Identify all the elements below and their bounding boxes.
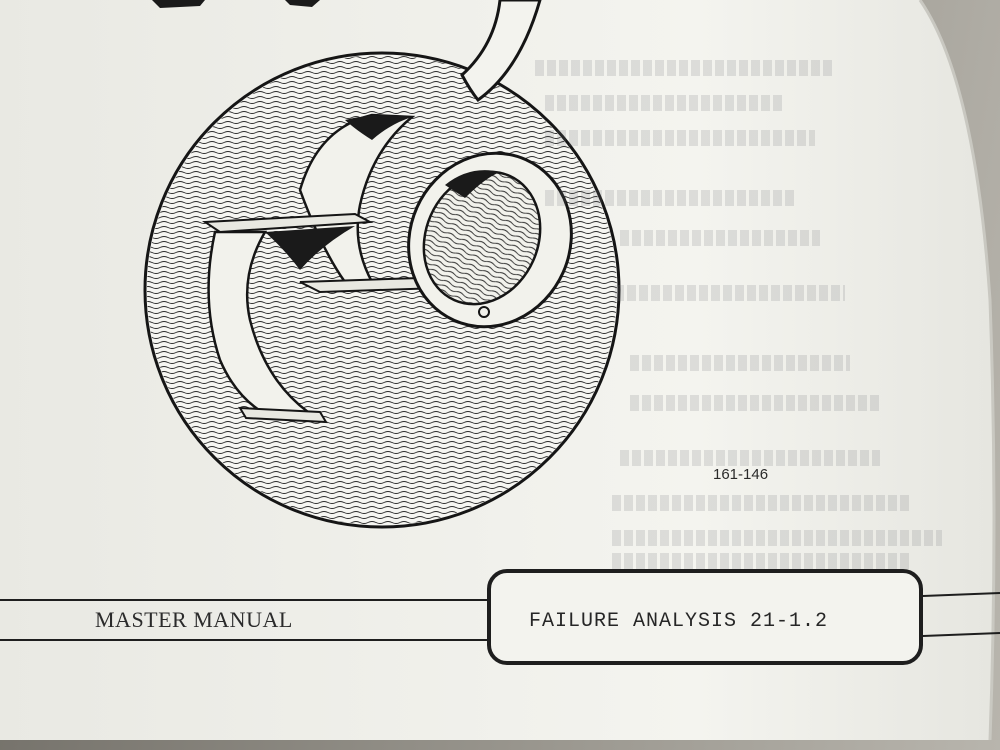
show-through-text	[545, 95, 785, 111]
footer-title: MASTER MANUAL	[95, 607, 293, 632]
footer-section-box: FAILURE ANALYSIS 21-1.2	[487, 569, 923, 665]
show-through-text	[615, 285, 845, 301]
show-through-text	[612, 495, 912, 511]
show-through-text	[630, 395, 880, 411]
show-through-text	[620, 230, 820, 246]
show-through-text	[545, 190, 795, 206]
bushing-inner-shadow	[445, 170, 500, 198]
show-through-text	[545, 130, 815, 146]
lower-shell-top-tab	[201, 212, 374, 234]
lower-shell-bottom-tab	[238, 406, 328, 424]
show-through-text	[612, 530, 942, 546]
bushing-oil-hole	[478, 306, 490, 318]
show-through-text	[620, 450, 880, 466]
lower-shell-inner-shadow	[265, 226, 355, 270]
show-through-text	[612, 553, 912, 569]
tail-ribbon	[460, 0, 542, 103]
page-edge-shadow	[918, 0, 996, 741]
figure-code-label: 161-146	[713, 466, 769, 483]
upper-shell-inner-shadow	[345, 115, 412, 140]
bushing-ring-inner	[422, 170, 542, 306]
top-cropped-shape	[285, 0, 320, 7]
footer-section-label: FAILURE ANALYSIS 21-1.2	[529, 610, 829, 633]
show-through-text	[630, 355, 850, 371]
top-cropped-shape	[152, 0, 205, 8]
footer-rule-right-top	[922, 592, 1000, 597]
footer-rule-right-bottom	[922, 632, 1000, 637]
show-through-text	[535, 60, 835, 76]
